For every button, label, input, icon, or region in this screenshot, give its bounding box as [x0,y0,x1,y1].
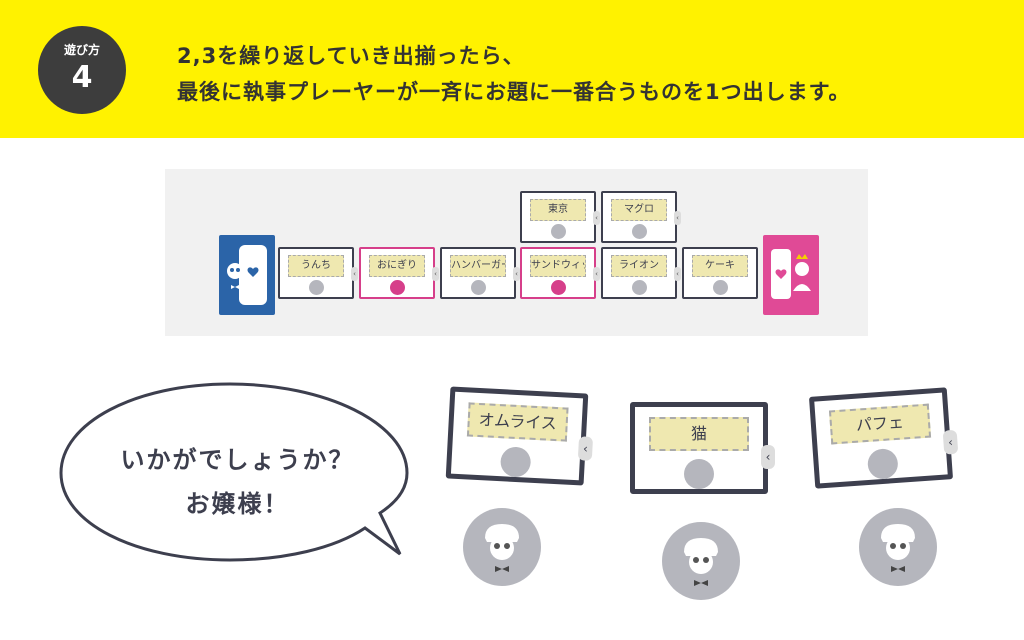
card-word: ライオン [611,255,667,277]
card-dot [551,224,566,239]
played-card-2: 猫 ‹ [630,402,775,494]
board-card-2: おにぎり ‹ [359,247,439,299]
board-card-top-2: マグロ ‹ [601,191,681,243]
card-tab: ‹ [351,267,358,281]
card-dot [713,280,728,295]
card-word: うんち [288,255,344,277]
card-dot [551,280,566,295]
card-tab: ‹ [577,436,594,461]
step-badge: 遊び方 4 [38,26,126,114]
butler-face-icon [499,446,532,478]
card-word: マグロ [611,199,667,221]
card-tab: ‹ [432,267,439,281]
card-dot [309,280,324,295]
board-card-4: サンドウィッチ ‹ [520,247,600,299]
header-banner: 遊び方 4 2,3を繰り返していき出揃ったら、 最後に執事プレーヤーが一斉にお題… [0,0,1024,138]
card-word: ハンバーガー [450,255,506,277]
card-tab: ‹ [513,267,520,281]
card-word: オムライス [466,402,569,442]
heart-icon [247,267,259,277]
card-word: サンドウィッチ [530,255,586,277]
card-word: 猫 [649,417,749,451]
instruction-line-2: 最後に執事プレーヤーが一斉にお題に一番合うものを1つ出します。 [177,80,851,104]
board-card-6: ケーキ [682,247,758,299]
card-word: ケーキ [692,255,748,277]
board-card-3: ハンバーガー ‹ [440,247,520,299]
step-number: 4 [71,60,93,95]
card-word: おにぎり [369,255,425,277]
bubble-line-2: お嬢様！ [185,490,290,518]
card-tab: ‹ [674,267,681,281]
card-tab: ‹ [674,211,681,225]
card-dot [632,280,647,295]
butler-avatar-1 [463,508,541,586]
butler-face-icon [684,538,718,586]
board-card-1: うんち ‹ [278,247,358,299]
card-tab: ‹ [593,211,600,225]
butler-avatar-2 [662,522,740,600]
butler-face-icon [881,524,915,572]
heart-icon [771,249,791,299]
played-card-3: パフェ ‹ [808,387,959,489]
card-tab: ‹ [761,445,775,469]
butler-avatar-3 [859,508,937,586]
board-card-5: ライオン ‹ [601,247,681,299]
board-card-top-1: 東京 ‹ [520,191,600,243]
princess-end-card [763,235,819,315]
card-dot [471,280,486,295]
card-dot [390,280,405,295]
played-card-1: オムライス ‹ [445,386,594,486]
butler-face-icon [684,459,714,489]
card-tab: ‹ [942,429,959,455]
butler-face-icon [227,263,243,289]
butler-end-card [219,235,275,315]
step-label: 遊び方 [63,43,100,57]
card-word: パフェ [828,403,932,445]
speech-bubble [59,382,409,562]
crown-princess-icon [793,254,811,291]
card-tab: ‹ [593,267,600,281]
game-board: 東京 ‹ マグロ ‹ うんち ‹ おにぎり ‹ ハンバーガー ‹ サンドウィッチ… [165,169,868,336]
butler-face-icon [485,524,519,572]
card-dot [632,224,647,239]
instruction-line-1: 2,3を繰り返していき出揃ったら、 [177,44,525,68]
bubble-line-1: いかがでしょうか？ [120,446,355,474]
butler-face-icon [866,447,899,480]
card-word: 東京 [530,199,586,221]
